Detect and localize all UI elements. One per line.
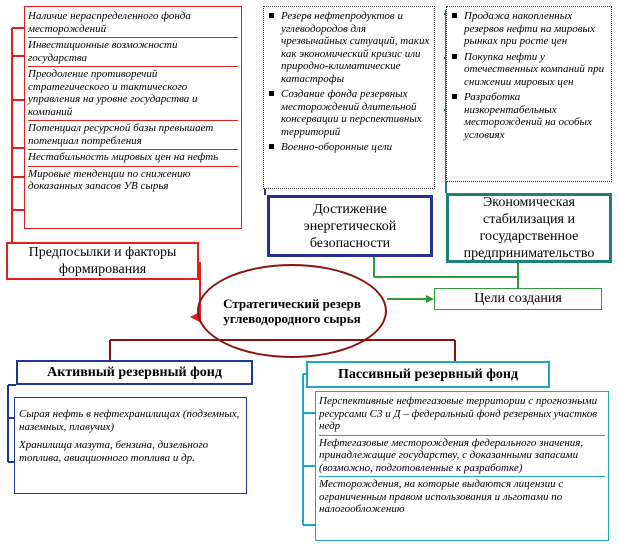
bullet-icon [452,13,457,18]
passive-fund-item: Нефтегазовые месторождения федерального … [319,436,605,477]
prerequisites-list: Наличие нераспределенного фонда месторож… [24,6,242,229]
strategic-reserve-node: Стратегический резерв углеводородного сы… [197,264,387,358]
passive-fund-list: Перспективные нефтегазовые территории с … [315,391,609,541]
econ-measure-text: Покупка нефти у отечественных компаний п… [464,50,605,88]
econ-measure-text: Разработка низкорентабельных месторожден… [464,91,592,141]
active-fund-title: Активный резервный фонд [16,360,253,385]
active-fund-list: Сырая нефть в нефтехранилищах (подземных… [14,397,247,494]
passive-fund-item: Месторождения, на которые выдаются лицен… [319,478,564,515]
econ-measure-item: Продажа накопленных резервов нефти на ми… [451,10,607,48]
economic-stabilization-goal: Экономическая стабилизация и государстве… [446,193,612,263]
energy-measure-text: Резерв нефтепродуктов и углеводородов дл… [281,10,430,85]
prerequisite-item: Мировые тенденции по снижению доказанных… [28,167,191,193]
goals-connector [373,257,519,300]
bullet-icon [452,94,457,99]
energy-measure-item: Военно-оборонные цели [268,141,430,154]
goals-arrowhead [426,295,434,303]
active-fund-item: Сырая нефть в нефтехранилищах (подземных… [19,408,240,433]
prerequisite-item: Инвестиционные возможности государства [28,38,238,67]
energy-measure-item: Создание фонда резервных месторождений д… [268,88,430,138]
prerequisite-item: Нестабильность мировых цен на нефть [28,150,238,167]
energy-measure-text: Создание фонда резервных месторождений д… [281,88,422,138]
goals-label: Цели создания [434,288,602,310]
energy-measures-list: Резерв нефтепродуктов и углеводородов дл… [263,6,435,189]
energy-security-goal: Достижение энергетической безопасности [267,195,433,257]
passive-bracket [302,373,315,526]
passive-fund-item: Перспективные нефтегазовые территории с … [319,394,605,436]
factors-label: Предпосылки и факторы формирования [6,242,199,280]
energy-measure-text: Военно-оборонные цели [281,141,393,153]
energy-measure-item: Резерв нефтепродуктов и углеводородов дл… [268,10,430,85]
econ-measure-text: Продажа накопленных резервов нефти на ми… [464,10,595,47]
bullet-icon [269,91,274,96]
prerequisite-item: Наличие нераспределенного фонда месторож… [28,9,238,38]
active-fund-item: Хранилища мазута, бензина, дизельного то… [19,439,209,464]
prerequisite-item: Потенциал ресурсной базы превышает потен… [28,121,238,150]
econ-measure-item: Разработка низкорентабельных месторожден… [451,91,607,141]
bullet-icon [269,144,274,149]
econ-measures-list: Продажа накопленных резервов нефти на ми… [446,6,612,182]
active-bracket [7,384,16,463]
bullet-icon [452,53,457,59]
prerequisites-bracket [11,27,24,242]
passive-fund-title: Пассивный резервный фонд [306,361,550,388]
prerequisite-item: Преодоление противоречий стратегического… [28,67,238,121]
econ-measure-item: Покупка нефти у отечественных компаний п… [451,51,607,89]
bullet-icon [269,13,274,18]
